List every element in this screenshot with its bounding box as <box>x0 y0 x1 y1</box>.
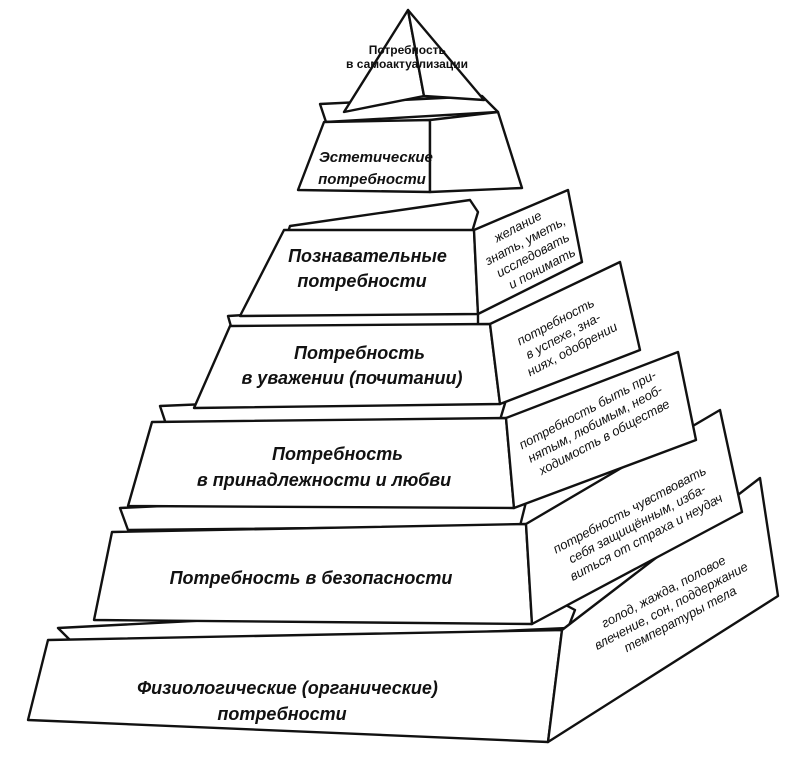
title-physiological: Физиологические (органические) потребнос… <box>137 678 443 724</box>
level-belonging-block <box>126 350 698 510</box>
title-cognitive: Познавательные потребности <box>288 246 452 291</box>
level-self-actualization-right-face <box>406 8 486 102</box>
title-self-actualization-line-2: в самоактуализации <box>346 57 468 71</box>
title-esteem-line-2: в уважении (почитании) <box>241 368 462 388</box>
level-esteem-side <box>488 260 642 406</box>
title-safety-line-1: Потребность в безопасности <box>170 568 453 588</box>
title-cognitive-line-1: Познавательные <box>288 246 447 266</box>
title-self-actualization: Потребность в самоактуализации <box>346 43 468 71</box>
title-safety: Потребность в безопасности <box>170 568 453 588</box>
title-aesthetic-line-2: потребности <box>318 171 426 188</box>
title-self-actualization-line-1: Потребность <box>369 43 446 57</box>
level-safety-block <box>92 408 744 626</box>
level-esteem-front <box>192 322 502 410</box>
title-esteem: Потребность в уважении (почитании) <box>241 343 462 388</box>
title-belonging-line-1: Потребность <box>272 444 403 464</box>
title-belonging: Потребность в принадлежности и любви <box>197 444 451 490</box>
title-aesthetic-line-1: Эстетические <box>319 149 433 166</box>
level-cognitive-ledge <box>286 198 480 234</box>
level-aesthetic-side <box>428 110 524 194</box>
level-esteem-block <box>192 260 642 410</box>
title-cognitive-line-2: потребности <box>297 271 426 291</box>
title-belonging-line-2: в принадлежности и любви <box>197 470 451 490</box>
title-physiological-line-1: Физиологические (органические) <box>137 678 438 698</box>
title-esteem-line-1: Потребность <box>294 343 425 363</box>
level-cognitive-side <box>472 188 584 316</box>
level-cognitive-block <box>238 188 584 318</box>
level-belonging-side <box>504 350 698 510</box>
title-physiological-line-2: потребности <box>217 704 346 724</box>
title-aesthetic: Эстетические потребности <box>318 149 437 188</box>
level-titles: Потребность в самоактуализации Эстетичес… <box>137 43 468 724</box>
level-self-actualization-block <box>342 8 486 114</box>
